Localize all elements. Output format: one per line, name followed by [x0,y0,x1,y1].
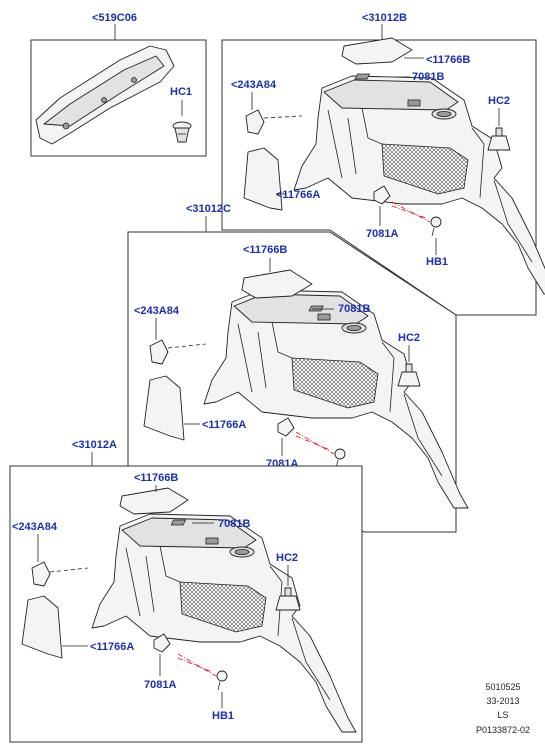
clip-hc2-a-icon [275,587,301,611]
callout-11766a-a[interactable]: <11766A [90,641,134,653]
cover-11766b-c-part [241,269,313,299]
callout-243a84-c[interactable]: <243A84 [134,305,180,317]
footer-section: 33-2013 [486,696,519,706]
panel-31012a-group: <31012A <11766B 7081B <243A84 <11766A 70… [9,439,363,743]
callout-7081b[interactable]: 7081B [412,71,444,83]
panel-11766a-a-part [21,595,63,659]
callout-31012b[interactable]: <31012B [362,12,407,24]
screw-hb1-icon [430,216,442,237]
panel-31012c-group: <31012C <11766B 7081B <243A84 <11766A 70… [127,203,469,533]
callout-31012a[interactable]: <31012A [72,439,117,451]
callout-519c06[interactable]: <519C06 [92,12,137,24]
cover-11766b-a-part [119,487,189,515]
callout-hb1-a[interactable]: HB1 [212,710,234,722]
callout-11766b-c[interactable]: <11766B [243,244,287,256]
callout-hb1[interactable]: HB1 [426,256,448,268]
callout-11766a-c[interactable]: <11766A [202,419,246,431]
callout-11766a[interactable]: <11766A [276,189,320,201]
callout-7081b-a[interactable]: 7081B [218,518,250,530]
callout-hc2[interactable]: HC2 [488,95,510,107]
screw-hb1-c-icon [334,448,346,469]
panel-11766a-part [243,147,283,211]
screw-hb1-a-icon [216,670,228,691]
callout-11766b[interactable]: <11766B [426,54,470,66]
kit-519c06-group: <519C06 HC1 [30,12,207,157]
clip-hc2-c-icon [397,363,421,387]
callout-243a84-a[interactable]: <243A84 [12,521,58,533]
panel-11766a-c-part [143,375,185,441]
clip-hc2-icon [487,127,511,151]
clip-hc1-icon [172,121,192,143]
cover-11766b-part [341,37,413,65]
callout-hc1[interactable]: HC1 [170,86,192,98]
footer-variant: LS [497,710,508,720]
callout-hc2-a[interactable]: HC2 [276,552,298,564]
panel-31012b-group: <31012B <11766B 7081B <243A84 <11766A 70… [221,12,545,316]
callout-hc2-c[interactable]: HC2 [398,332,420,344]
footer-code: 5010525 [485,682,520,692]
callout-11766b-a[interactable]: <11766B [134,472,178,484]
footer-reference: 5010525 33-2013 LS P0133872-02 [476,682,530,735]
footer-part-ref: P0133872-02 [476,725,530,735]
callout-7081a[interactable]: 7081A [366,228,398,240]
callout-7081a-a[interactable]: 7081A [144,679,176,691]
callout-31012c[interactable]: <31012C [186,203,231,215]
callout-243a84[interactable]: <243A84 [231,79,277,91]
callout-7081b-c[interactable]: 7081B [338,303,370,315]
